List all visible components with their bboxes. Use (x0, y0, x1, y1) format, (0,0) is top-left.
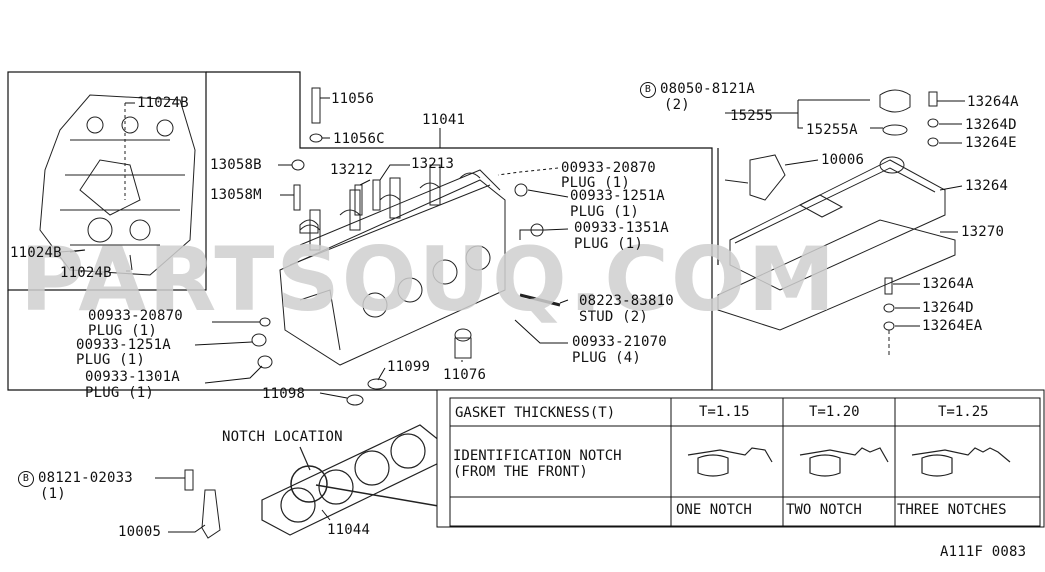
label-13264ea: 13264EA (922, 318, 983, 334)
gasket-col-2: T=1.20 (809, 404, 860, 420)
valve-cover-sketch (717, 89, 956, 355)
label-13264d-bot: 13264D (922, 300, 974, 316)
label-13058b: 13058B (210, 157, 262, 173)
seal-11099 (367, 378, 387, 390)
plug-1251a (514, 183, 528, 197)
label-15255: 15255 (730, 108, 774, 124)
gasket-row-label-2: (FROM THE FRONT) (453, 464, 588, 480)
label-00933-1351a: 00933-1351A (574, 220, 669, 236)
label-13264a-bot: 13264A (922, 276, 974, 292)
gasket-notch-1: ONE NOTCH (676, 502, 752, 518)
notch-icons (687, 447, 1011, 477)
label-plug-1b: PLUG (1) (570, 204, 640, 220)
label-08050-text: 08050-8121A (660, 81, 755, 97)
label-plug-1f: PLUG (1) (85, 385, 155, 401)
label-11044: 11044 (327, 522, 371, 538)
label-08121-text: 08121-02033 (38, 470, 133, 486)
label-11024b-bottom: 11024B (60, 265, 112, 281)
gasket-table-header: GASKET THICKNESS(T) (455, 405, 616, 421)
label-notch-location: NOTCH LOCATION (222, 429, 343, 445)
label-11024b-top: 11024B (137, 95, 189, 111)
label-00933-20870-top: 00933-20870 (561, 160, 656, 176)
gasket-15255a (882, 124, 908, 136)
part-11076 (454, 337, 472, 359)
label-11041: 11041 (422, 112, 466, 128)
label-13270: 13270 (961, 224, 1005, 240)
engine-block-sketch (39, 94, 196, 276)
label-13264: 13264 (965, 178, 1009, 194)
washer-11056c (309, 133, 323, 143)
cylinder-head-sketch (279, 164, 506, 366)
label-11056c: 11056C (333, 131, 385, 147)
label-13264d-top: 13264D (965, 117, 1017, 133)
bolt-08121 (184, 469, 194, 491)
label-00933-20870-left: 00933-20870 (88, 308, 183, 324)
bracket-10006 (749, 154, 786, 201)
label-11099: 11099 (387, 359, 431, 375)
label-00933-1251a-left: 00933-1251A (76, 337, 171, 353)
bolt-badge-icon-2: B (18, 471, 34, 487)
seal-11098 (346, 394, 364, 406)
gasket-notch-3: THREE NOTCHES (897, 502, 1007, 518)
label-13264a-top: 13264A (967, 94, 1019, 110)
gasket-row-label-1: IDENTIFICATION NOTCH (453, 448, 622, 464)
label-plug-1d: PLUG (1) (88, 323, 158, 339)
bracket-10005 (201, 489, 221, 539)
inset-frame (7, 71, 207, 291)
label-15255a: 15255A (806, 122, 858, 138)
plug-21070 (454, 328, 472, 342)
label-11098: 11098 (262, 386, 306, 402)
guide-13212 (354, 184, 363, 216)
label-10006: 10006 (821, 152, 865, 168)
bolt-11056 (311, 87, 321, 124)
bolt-13264a-top (928, 91, 938, 107)
label-00933-1251a-top: 00933-1251A (570, 188, 665, 204)
stud-08223 (519, 293, 561, 307)
label-08223-83810: 08223-83810 (579, 293, 674, 309)
label-13213: 13213 (411, 156, 455, 172)
oil-cap-15255 (879, 89, 911, 113)
label-10005: 10005 (118, 524, 162, 540)
label-08050-qty: (2) (664, 97, 690, 113)
label-11056: 11056 (331, 91, 375, 107)
gasket-notch-2: TWO NOTCH (786, 502, 862, 518)
gasket-table-grid (436, 389, 1045, 528)
label-plug-4: PLUG (4) (572, 350, 642, 366)
label-13264e: 13264E (965, 135, 1017, 151)
head-group-frame (7, 71, 713, 391)
guide-13213 (372, 179, 381, 211)
gasket-col-1: T=1.15 (699, 404, 750, 420)
watermark: PARTSOUQ.COM (20, 228, 838, 331)
label-plug-1c: PLUG (1) (574, 236, 644, 252)
figure-code: A111F 0083 (940, 544, 1027, 560)
label-11024b-left: 11024B (10, 245, 62, 261)
nut-13058b (291, 159, 305, 171)
stud-13058m (293, 184, 301, 211)
gasket-col-3: T=1.25 (938, 404, 989, 420)
bolt-badge-icon: B (640, 82, 656, 98)
label-13058m: 13058M (210, 187, 262, 203)
leader-lines (69, 97, 965, 533)
label-stud-2: STUD (2) (579, 309, 649, 325)
label-plug-1e: PLUG (1) (76, 352, 146, 368)
label-00933-1301a: 00933-1301A (85, 369, 180, 385)
label-08121-qty: (1) (40, 486, 66, 502)
label-13212: 13212 (330, 162, 374, 178)
label-11076: 11076 (443, 367, 487, 383)
label-plug-1a: PLUG (1) (561, 175, 631, 191)
label-00933-21070: 00933-21070 (572, 334, 667, 350)
